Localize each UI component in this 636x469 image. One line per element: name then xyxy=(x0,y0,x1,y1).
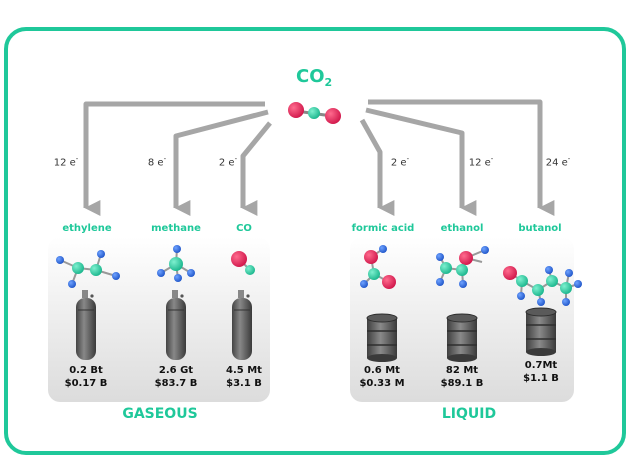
product-name-butanol: butanol xyxy=(518,223,562,234)
product-stats-formic-acid: 0.6 Mt$0.33 M xyxy=(359,365,405,389)
arrow-ethylene xyxy=(83,101,265,217)
arrow-ethanol xyxy=(365,107,477,217)
electrons-label-co: 2 e- xyxy=(218,155,238,169)
product-stats-ethylene: 0.2 Bt$0.17 B xyxy=(64,365,108,389)
group-label-gaseous: GASEOUS xyxy=(122,406,198,422)
barrel-icon xyxy=(446,313,478,362)
arrow-co xyxy=(240,121,272,217)
butanol-molecule-icon xyxy=(503,266,582,306)
electrons-label-ethanol: 12 e- xyxy=(468,155,494,169)
product-stats-co: 4.5 Mt$3.1 B xyxy=(226,365,262,389)
arrow-butanol xyxy=(368,99,555,217)
methane-molecule-icon xyxy=(157,245,195,282)
electrons-label-butanol: 24 e- xyxy=(545,155,571,169)
product-name-ethanol: ethanol xyxy=(440,223,484,234)
electrons-label-formic-acid: 2 e- xyxy=(390,155,410,169)
group-label-liquid: LIQUID xyxy=(441,406,497,422)
product-stats-methane: 2.6 Gt$83.7 B xyxy=(154,365,198,389)
ethanol-molecule-icon xyxy=(436,246,489,288)
product-stats-ethanol: 82 Mt$89.1 B xyxy=(440,365,484,389)
barrel-icon xyxy=(525,307,557,356)
product-name-formic-acid: formic acid xyxy=(351,223,415,234)
co-molecule-icon xyxy=(231,251,255,275)
gas-cylinder-icon xyxy=(166,290,186,360)
formic-acid-molecule-icon xyxy=(360,245,396,289)
gas-cylinder-icon xyxy=(76,290,96,360)
electrons-label-ethylene: 12 e- xyxy=(53,155,79,169)
product-name-co: CO xyxy=(236,223,252,234)
co2-molecule-icon xyxy=(288,102,341,124)
co2-title: CO2 xyxy=(296,66,333,89)
electrons-label-methane: 8 e- xyxy=(147,155,167,169)
gas-cylinder-icon xyxy=(232,290,252,360)
product-name-ethylene: ethylene xyxy=(62,223,112,234)
arrow-formic-acid xyxy=(359,118,395,217)
arrow-methane xyxy=(173,109,269,217)
barrel-icon xyxy=(366,313,398,362)
ethylene-molecule-icon xyxy=(56,250,120,288)
product-stats-butanol: 0.7Mt$1.1 B xyxy=(523,360,559,384)
diagram-frame xyxy=(4,27,626,455)
product-name-methane: methane xyxy=(151,223,201,234)
